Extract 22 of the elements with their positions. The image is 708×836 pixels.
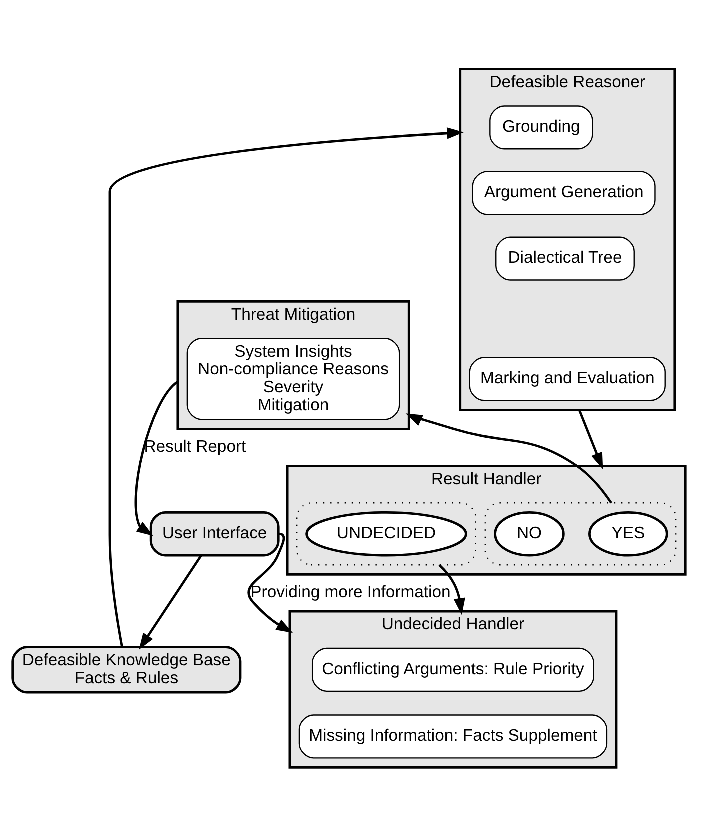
cluster	[484, 502, 677, 566]
node-box: Grounding	[490, 105, 594, 150]
node-ellipse: YES	[588, 510, 668, 556]
node-box: User Interface	[150, 510, 280, 556]
arrow	[139, 554, 202, 650]
node-box: System Insights Non-compliance Reasons Severity Mitigation	[186, 338, 400, 420]
edge-label: Result Report	[144, 436, 246, 456]
cluster	[296, 502, 476, 566]
node-box: Dialectical Tree	[496, 236, 635, 280]
arrow	[406, 413, 612, 504]
node-box: Argument Generation	[472, 170, 656, 215]
node-box: Missing Information: Facts Supplement	[298, 714, 608, 758]
node-box: Marking and Evaluation	[469, 356, 666, 401]
arrow	[134, 380, 179, 536]
node-box: Defeasible Knowledge Base Facts & Rules	[12, 646, 242, 694]
arrow	[108, 127, 464, 647]
edge-label: Providing more Information	[250, 582, 451, 602]
node-box: Conflicting Arguments: Rule Priority	[312, 647, 594, 692]
node-ellipse: UNDECIDED	[306, 510, 468, 556]
arrow	[578, 409, 604, 470]
arrow	[438, 564, 466, 615]
node-ellipse: NO	[494, 510, 565, 556]
